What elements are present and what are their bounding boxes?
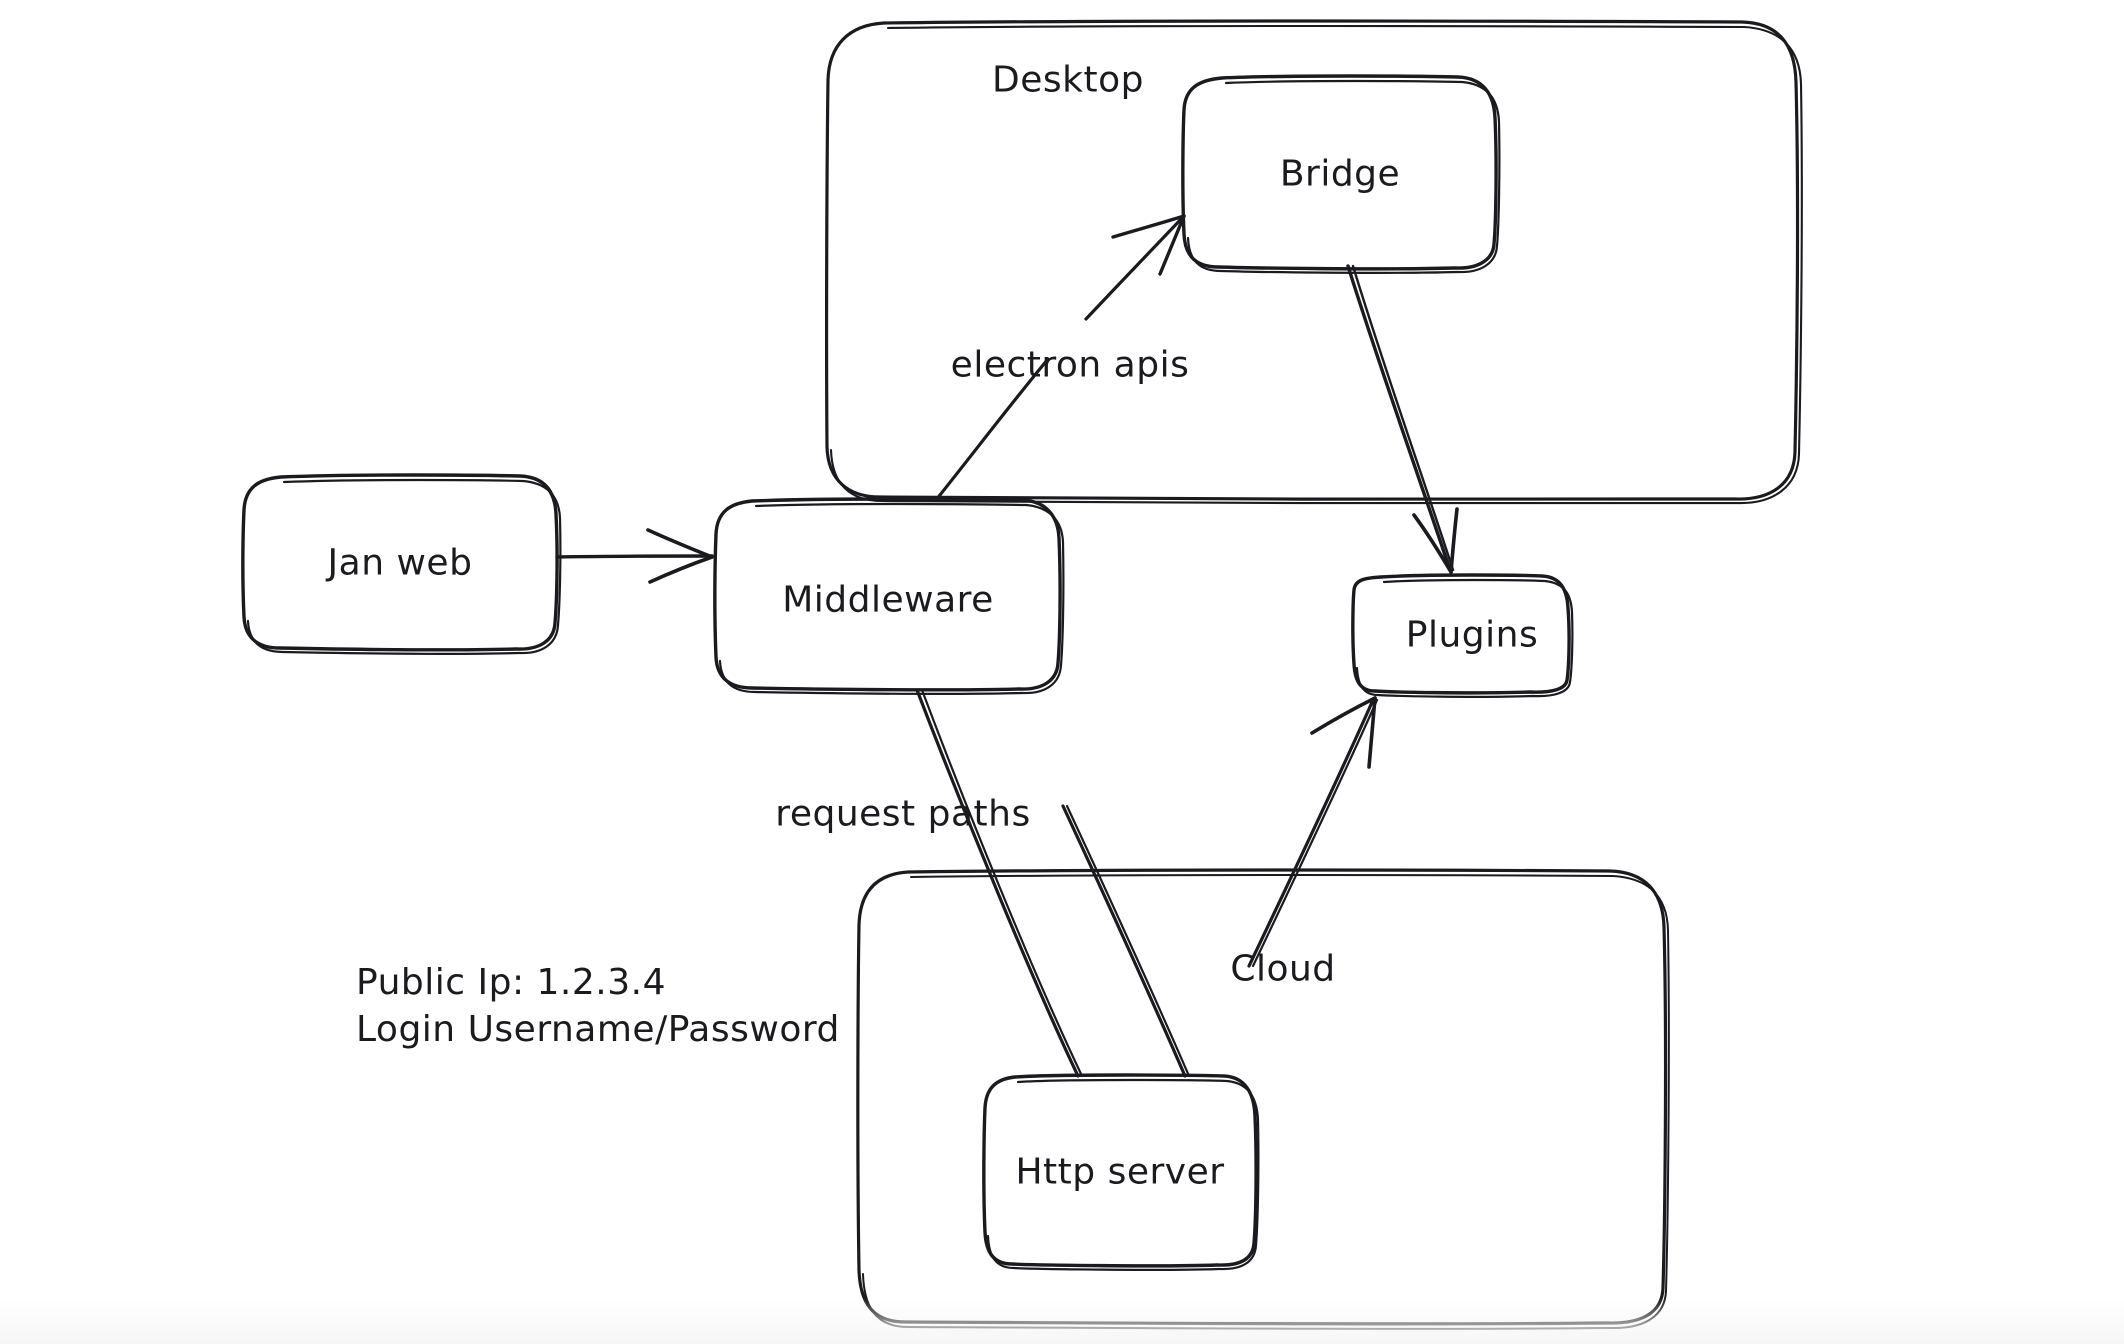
edge-middleware-to-bridge [934,214,1186,502]
node-label-middleware: Middleware [782,579,994,621]
node-bridge-outline [1181,74,1501,274]
edge-janweb-to-middleware [555,528,714,584]
node-label-plugins: Plugins [1405,614,1539,656]
node-jan-web-outline [241,473,562,655]
node-label-http-server: Http server [1015,1151,1225,1193]
note-public-ip: Public Ip: 1.2.3.4 [356,962,666,1003]
group-label-desktop: Desktop [992,59,1144,101]
edge-label-cloud: Cloud [1230,948,1336,990]
node-middleware-outline [713,497,1065,695]
edge-middleware-to-httpserver [915,688,1084,1078]
note-login: Login Username/Password [356,1008,840,1050]
node-label-jan-web: Jan web [327,542,473,584]
edge-label-electron-apis: electron apis [950,344,1190,386]
edge-httpserver-to-plugins [1061,696,1379,1078]
notes-block: Public Ip: 1.2.3.4 Login Username/Passwo… [356,960,840,1054]
group-desktop-outline [824,19,1803,505]
edge-label-request-paths: request paths [775,793,1031,835]
node-label-bridge: Bridge [1279,153,1401,195]
node-http-server-outline [982,1073,1260,1271]
edge-bridge-to-plugins [1346,264,1459,574]
node-plugins-outline [1351,573,1574,698]
